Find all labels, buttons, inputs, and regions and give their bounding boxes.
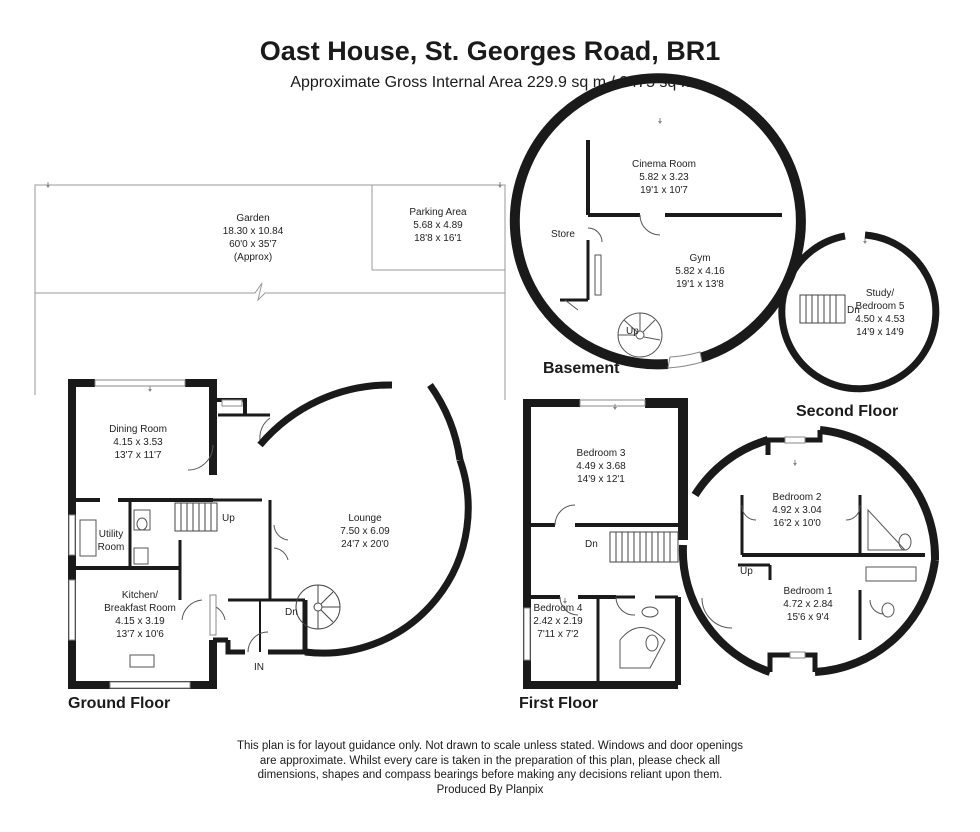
svg-text:Room: Room (98, 542, 125, 553)
first-stair-down-label: Dn (585, 539, 598, 550)
first-floor-label: First Floor (519, 695, 599, 712)
garden-outline (34, 184, 506, 400)
svg-text:18.30 x 10.84: 18.30 x 10.84 (223, 226, 284, 237)
first-floor-fixtures (554, 504, 917, 669)
svg-text:Dining Room: Dining Room (109, 424, 167, 435)
second-floor-walls (678, 426, 940, 676)
ground-floor-label: Ground Floor (68, 695, 171, 712)
svg-text:24'7 x 20'0: 24'7 x 20'0 (341, 539, 389, 550)
svg-text:Gym: Gym (689, 253, 710, 264)
first-floor-windows (523, 399, 806, 661)
room-cinema: Cinema Room 5.82 x 3.23 19'1 x 10'7 (632, 159, 696, 196)
svg-text:5.82 x 3.23: 5.82 x 3.23 (639, 172, 689, 183)
ground-floor-walls (68, 379, 308, 689)
svg-text:4.15 x 3.53: 4.15 x 3.53 (113, 437, 163, 448)
first-stair-up-label: Up (740, 566, 753, 577)
ground-spiral-stair (295, 584, 341, 630)
room-gym: Gym 5.82 x 4.16 19'1 x 13'8 (675, 253, 725, 290)
svg-text:7'11 x 7'2: 7'11 x 7'2 (537, 629, 579, 640)
svg-text:4.50 x 4.53: 4.50 x 4.53 (855, 314, 905, 325)
svg-text:16'2 x 10'0: 16'2 x 10'0 (773, 518, 821, 529)
svg-text:Bedroom 3: Bedroom 3 (577, 448, 626, 459)
study-stair (799, 294, 846, 324)
disclaimer: This plan is for layout guidance only. N… (180, 739, 800, 797)
svg-text:Bedroom 2: Bedroom 2 (773, 492, 822, 503)
room-bedroom-2: Bedroom 2 4.92 x 3.04 16'2 x 10'0 (772, 492, 822, 529)
ground-stair-up-label: Up (222, 513, 235, 524)
svg-text:Breakfast Room: Breakfast Room (104, 603, 176, 614)
svg-text:Bedroom 1: Bedroom 1 (784, 586, 833, 597)
first-floor-walls (523, 398, 688, 689)
svg-text:19'1 x 13'8: 19'1 x 13'8 (676, 279, 724, 290)
room-garden: Garden 18.30 x 10.84 60'0 x 35'7 (Approx… (223, 213, 284, 263)
basement-windows (667, 351, 703, 369)
disclaimer-line-3: dimensions, shapes and compass bearings … (257, 769, 723, 781)
ground-windows (68, 379, 243, 689)
svg-text:15'6 x 9'4: 15'6 x 9'4 (787, 612, 830, 623)
svg-text:4.72 x 2.84: 4.72 x 2.84 (783, 599, 833, 610)
svg-text:4.49 x 3.68: 4.49 x 3.68 (576, 461, 626, 472)
study-stair-down-label: Dn (847, 305, 860, 316)
room-dining: Dining Room 4.15 x 3.53 13'7 x 11'7 (109, 424, 167, 461)
svg-text:Store: Store (551, 229, 575, 240)
room-parking-area: Parking Area 5.68 x 4.89 18'8 x 16'1 (409, 207, 467, 244)
study-walls (778, 231, 940, 393)
svg-text:13'7 x 10'6: 13'7 x 10'6 (116, 629, 164, 640)
basement-label: Basement (543, 360, 620, 377)
ground-straight-stair (174, 502, 218, 532)
svg-text:5.68 x 4.89: 5.68 x 4.89 (413, 220, 463, 231)
ground-fixtures (79, 509, 155, 668)
svg-text:4.92 x 3.04: 4.92 x 3.04 (772, 505, 822, 516)
svg-text:60'0 x 35'7: 60'0 x 35'7 (229, 239, 277, 250)
svg-text:Kitchen/: Kitchen/ (122, 590, 158, 601)
basement-stair-up-label: Up (626, 326, 639, 337)
plan-subtitle: Approximate Gross Internal Area 229.9 sq… (290, 74, 690, 91)
svg-text:Lounge: Lounge (348, 513, 382, 524)
svg-text:7.50 x 6.09: 7.50 x 6.09 (340, 526, 390, 537)
svg-text:(Approx): (Approx) (234, 252, 272, 263)
svg-text:Utility: Utility (99, 529, 123, 540)
svg-text:Study/: Study/ (866, 288, 895, 299)
plan-title: Oast House, St. Georges Road, BR1 (259, 36, 721, 66)
first-floor-stair (609, 531, 679, 563)
room-bedroom-4: Bedroom 4 2.42 x 2.19 7'11 x 7'2 (533, 603, 583, 640)
disclaimer-line-1: This plan is for layout guidance only. N… (236, 740, 744, 752)
svg-text:18'8 x 16'1: 18'8 x 16'1 (414, 233, 462, 244)
second-floor-label: Second Floor (796, 403, 899, 420)
room-bedroom-3: Bedroom 3 4.49 x 3.68 14'9 x 12'1 (576, 448, 626, 485)
svg-text:5.82 x 4.16: 5.82 x 4.16 (675, 266, 725, 277)
svg-text:Cinema Room: Cinema Room (632, 159, 696, 170)
lounge-walls (257, 381, 472, 657)
room-utility: Utility Room (98, 529, 125, 553)
entrance-label: IN (254, 662, 264, 673)
room-lounge: Lounge 7.50 x 6.09 24'7 x 20'0 (340, 513, 390, 550)
room-store: Store (551, 229, 575, 240)
producer-credit: Produced By Planpix (436, 783, 544, 796)
ground-stair-down-label: Dn (285, 607, 298, 618)
svg-text:Garden: Garden (236, 213, 269, 224)
svg-text:19'1 x 10'7: 19'1 x 10'7 (640, 185, 688, 196)
svg-text:2.42 x 2.19: 2.42 x 2.19 (533, 616, 583, 627)
svg-text:14'9 x 14'9: 14'9 x 14'9 (856, 327, 904, 338)
svg-text:13'7 x 11'7: 13'7 x 11'7 (114, 450, 161, 461)
svg-text:Bedroom 4: Bedroom 4 (534, 603, 583, 614)
basement-fixtures (564, 214, 663, 358)
room-kitchen: Kitchen/ Breakfast Room 4.15 x 3.19 13'7… (104, 590, 176, 640)
room-bedroom-1: Bedroom 1 4.72 x 2.84 15'6 x 9'4 (783, 586, 833, 623)
svg-text:14'9 x 12'1: 14'9 x 12'1 (577, 474, 625, 485)
svg-text:Bedroom 5: Bedroom 5 (856, 301, 905, 312)
room-study: Study/ Bedroom 5 4.50 x 4.53 14'9 x 14'9 (855, 288, 905, 338)
dimension-arrows (45, 117, 868, 605)
disclaimer-line-2: are approximate. Whilst every care is ta… (259, 754, 721, 767)
svg-text:Parking Area: Parking Area (409, 207, 467, 218)
ground-door-swings (181, 417, 289, 653)
svg-text:4.15 x 3.19: 4.15 x 3.19 (115, 616, 165, 627)
